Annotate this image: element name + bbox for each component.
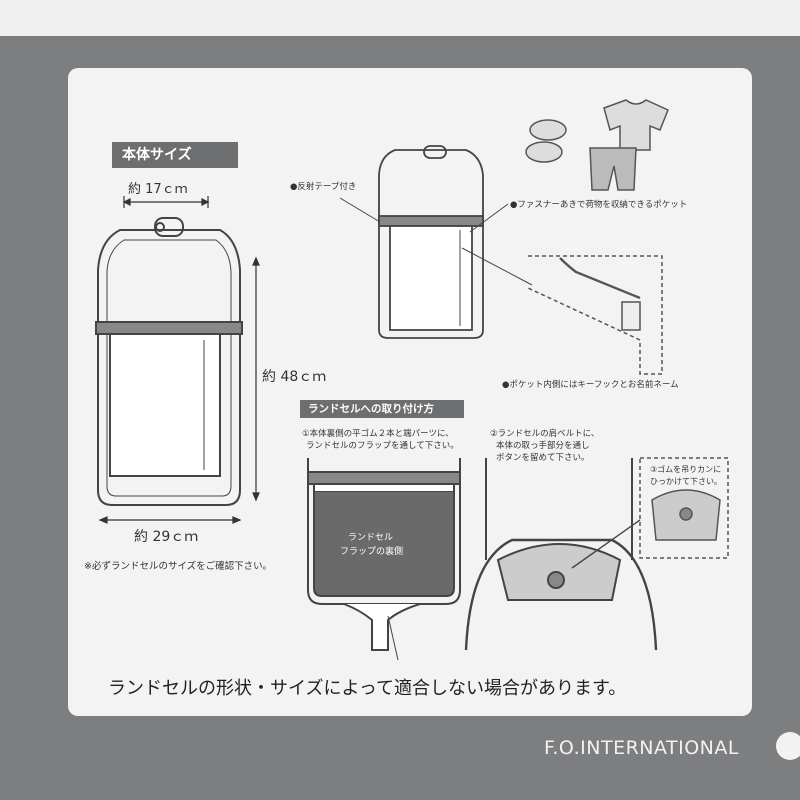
step2-line3: ボタンを留めて下さい。 [496,453,590,463]
attach-header: ランドセルへの取り付け方 [300,400,464,418]
callout-pocket: ●ファスナーあきで荷物を収納できるポケット [510,200,688,210]
key-hook-inset [527,255,663,375]
bag-front-drawing [95,217,243,506]
step3-line1: ③ゴムを吊りカンに [650,465,722,474]
step2-line1: ②ランドセルの肩ベルトに、 [490,429,600,439]
flap-label-1: ランドセル [348,533,394,543]
step3-line2: ひっかけて下さい。 [650,477,722,486]
height-label: 約 48ｃｍ [262,369,327,385]
dimension-lines [98,196,260,524]
box-top-edge [0,0,800,36]
brand-name: F.O.INTERNATIONAL [544,737,739,759]
flap-label-2: フラップの裏側 [340,547,404,557]
attach-step3-inset [639,457,729,559]
callout-hook: ●ポケット内側にはキーフックとお名前ネーム [502,380,679,390]
fit-warning: ランドセルの形状・サイズによって適合しない場合があります。 [108,678,627,699]
attach-step2-drawing [464,458,658,651]
step1-line1: ①本体裏側の平ゴム２本と端パーツに、 [302,429,454,439]
callout-reflective: ●反射テープ付き [290,182,357,192]
clothing-icons [525,99,669,191]
width-top-label: 約 17ｃｍ [128,182,188,197]
size-header: 本体サイズ [112,142,238,168]
attach-step1-drawing [307,458,461,661]
size-note: ※必ずランドセルのサイズをご確認下さい。 [84,561,273,572]
step2-line2: 本体の取っ手部分を通し [496,441,590,451]
width-bottom-label: 約 29ｃｍ [134,529,199,545]
brand-logo-icon [776,732,800,760]
step1-line2: ランドセルのフラップを通して下さい。 [306,441,459,451]
bag-small-drawing [339,145,533,339]
